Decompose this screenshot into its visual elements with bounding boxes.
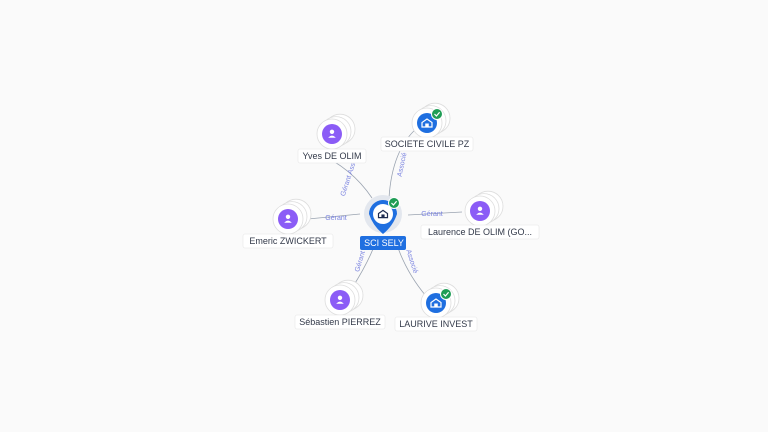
node-label: SOCIETE CIVILE PZ <box>385 139 470 149</box>
node-label-box <box>242 233 334 249</box>
verified-check-icon <box>431 108 443 120</box>
node-label: Laurence DE OLIM (GO... <box>428 227 532 237</box>
node-label-box <box>420 224 540 240</box>
node-label-box <box>380 136 474 152</box>
node-label: Sébastien PIERREZ <box>299 317 381 327</box>
edge-label: Gérant <box>354 250 367 273</box>
node-laurive[interactable]: LAURIVE INVEST <box>394 282 478 332</box>
edge-label: Gérant <box>421 211 442 218</box>
edge-line <box>407 211 463 216</box>
edge-line <box>307 213 361 220</box>
node-label: Yves DE OLIM <box>302 151 361 161</box>
verified-check-icon <box>440 288 452 300</box>
building-icon <box>377 209 389 219</box>
building-icon <box>421 118 433 128</box>
node-avatar <box>330 290 350 310</box>
center-node[interactable]: SCI SELY <box>360 195 406 250</box>
nodes-layer: Yves DE OLIM SOCIETE CIVILE PZ Emeric ZWIC… <box>242 102 540 332</box>
center-label: SCI SELY <box>364 238 404 248</box>
node-label-box <box>297 148 367 164</box>
building-icon <box>430 298 442 308</box>
node-avatar <box>426 293 446 313</box>
edge-label: Gérant <box>325 215 346 222</box>
node-laurence[interactable]: Laurence DE OLIM (GO... <box>420 190 540 240</box>
node-label-box <box>394 316 478 332</box>
edge-emeric: Gérant <box>307 213 361 222</box>
edge-line <box>388 127 418 199</box>
edge-label: Associé <box>397 152 409 178</box>
node-emeric[interactable]: Emeric ZWICKERT <box>242 198 334 249</box>
center-label-box <box>360 236 406 250</box>
person-icon <box>328 129 336 138</box>
node-sebastien[interactable]: Sébastien PIERREZ <box>294 279 386 330</box>
person-icon <box>476 206 484 215</box>
node-label: Emeric ZWICKERT <box>249 236 327 246</box>
person-icon <box>336 295 344 304</box>
edge-label: Associé <box>404 249 418 275</box>
node-label: LAURIVE INVEST <box>399 319 473 329</box>
node-label-box <box>294 314 386 330</box>
node-societe[interactable]: SOCIETE CIVILE PZ <box>380 102 474 152</box>
person-icon <box>284 214 292 223</box>
edge-laurence: Gérant <box>407 211 463 218</box>
edge-societe: Associé <box>388 127 418 199</box>
node-avatar <box>417 113 437 133</box>
node-yves[interactable]: Yves DE OLIM <box>297 113 367 164</box>
verified-check-icon <box>388 197 400 209</box>
